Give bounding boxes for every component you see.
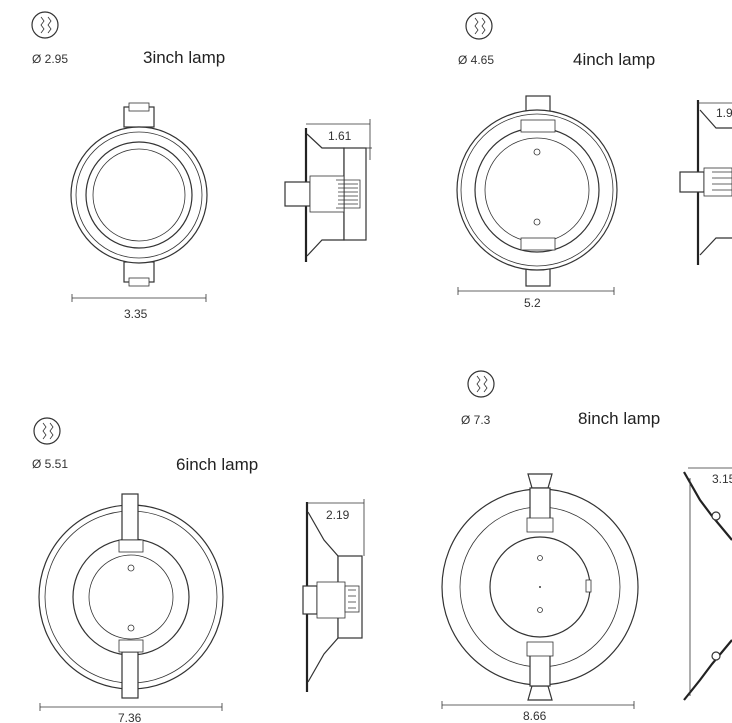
lamp-title: 3inch lamp (143, 48, 225, 67)
front-view (70, 102, 208, 287)
front-view (38, 493, 224, 699)
lamp-title: 6inch lamp (176, 455, 258, 474)
svg-text:3.15: 3.15 (712, 472, 732, 486)
lamp-4inch: Ø 4.65 4inch lamp 5.2 (456, 12, 732, 310)
lamp-8inch: Ø 7.3 8inch lamp 8.66 (441, 370, 732, 723)
lamp-title: 4inch lamp (573, 50, 655, 69)
svg-text:1.61: 1.61 (328, 129, 352, 143)
side-view (679, 100, 732, 265)
cutout-icon (465, 12, 493, 40)
width-dimension: 8.66 (441, 701, 635, 723)
cutout-icon (467, 370, 495, 398)
depth-dimension: 2.19 (307, 499, 365, 556)
width-dimension: 5.2 (457, 287, 615, 310)
svg-text:5.2: 5.2 (524, 296, 541, 310)
depth-dimension: 1.61 (306, 119, 371, 160)
svg-text:2.19: 2.19 (326, 508, 350, 522)
depth-dimension: 1.9 (698, 102, 732, 120)
depth-dimension: 3.15 (688, 467, 732, 486)
lamp-3inch: Ø 2.95 3inch lamp 3.35 (31, 11, 372, 321)
svg-text:1.9: 1.9 (716, 106, 732, 120)
lamp-title: 8inch lamp (578, 409, 660, 428)
side-view (683, 471, 732, 701)
side-view (284, 128, 372, 262)
cutout-diameter: Ø 5.51 (32, 457, 68, 471)
width-dimension: 7.36 (39, 703, 223, 723)
cutout-icon (31, 11, 59, 39)
cutout-icon (33, 417, 61, 445)
cutout-diameter: Ø 4.65 (458, 53, 494, 67)
lamp-6inch: Ø 5.51 6inch lamp 7.36 (32, 417, 365, 723)
cutout-diameter: Ø 2.95 (32, 52, 68, 66)
cutout-diameter: Ø 7.3 (461, 413, 491, 427)
front-view (456, 95, 618, 287)
svg-text:3.35: 3.35 (124, 307, 148, 321)
width-dimension: 3.35 (71, 294, 207, 321)
side-view (302, 502, 363, 692)
front-view (441, 473, 639, 701)
svg-text:7.36: 7.36 (118, 711, 142, 723)
svg-text:8.66: 8.66 (523, 709, 547, 723)
